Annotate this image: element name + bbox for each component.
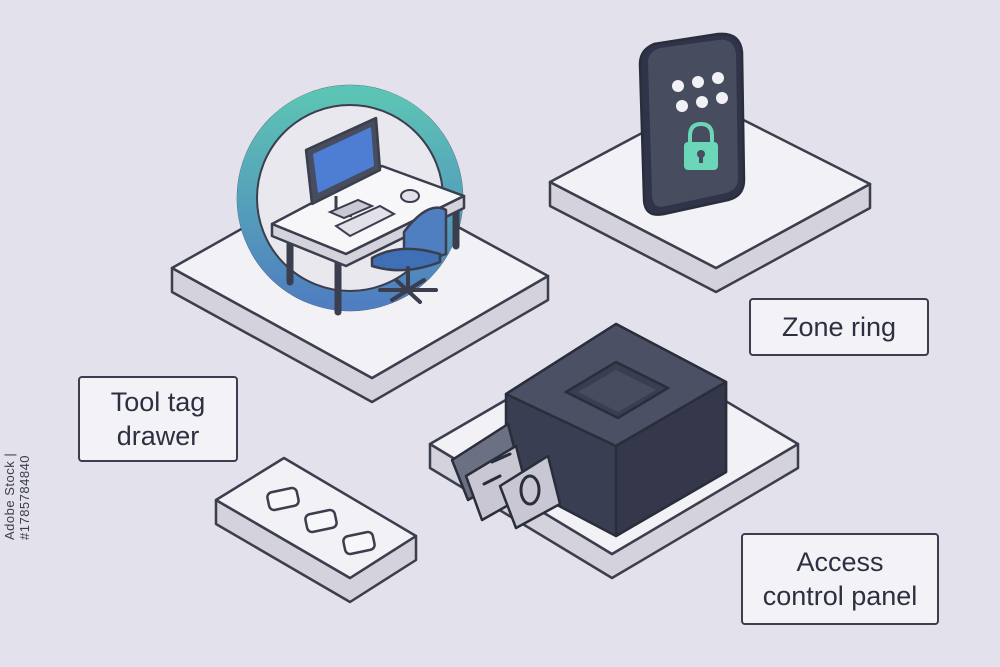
zone-ring-label-text: Zone ring (781, 312, 897, 342)
tool-tag-drawer-label-text: Tool tag drawer (110, 387, 206, 451)
tool-tag-drawer-label: Tool tag drawer (78, 376, 238, 462)
access-control-panel-label: Access control panel (741, 533, 939, 625)
access-control-panel-label-text: Access control panel (762, 547, 918, 611)
card-reader-icon (450, 322, 728, 538)
zone-ring-label: Zone ring (749, 298, 929, 356)
keypad-lock-icon (638, 32, 746, 216)
tag-drawer-icon (214, 456, 418, 604)
workstation-icon (270, 116, 466, 316)
stock-id-text: Adobe Stock | #1785784840 (2, 452, 32, 540)
